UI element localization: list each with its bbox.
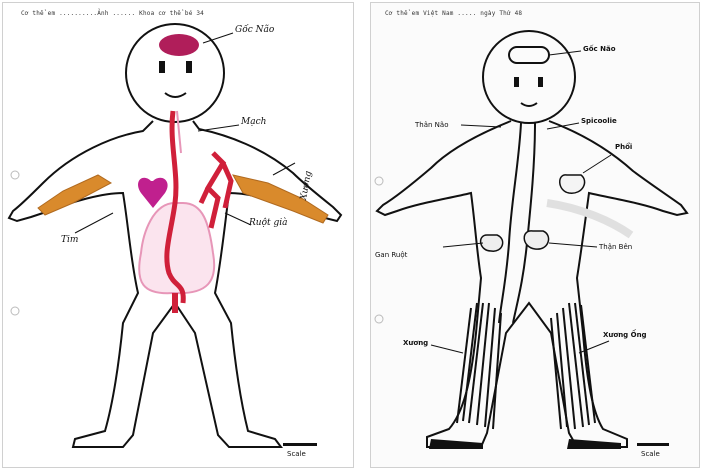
right-label-kidney-right: Thận Bên [599, 243, 632, 251]
right-head [483, 31, 575, 123]
left-label-brain: Gốc Não [235, 25, 274, 35]
right-label-brain: Gốc Não [583, 45, 616, 53]
left-drawing-panel: Cơ thể em ..........Ảnh ...... Khoa cơ t… [2, 2, 354, 468]
right-label-kidney-left: Gan Ruột [375, 251, 407, 259]
right-label-leg-right: Xương Ống [603, 331, 647, 339]
right-spine [499, 123, 521, 323]
left-label-intestine: Ruột già [249, 218, 287, 228]
right-brain [509, 47, 549, 63]
left-stomach [139, 203, 214, 293]
right-lung [560, 175, 585, 193]
right-body-outline [377, 121, 687, 447]
right-label-leg-left: Xương [403, 339, 428, 347]
left-body-drawing [3, 3, 354, 468]
right-body-drawing [371, 3, 700, 468]
left-brain [159, 34, 199, 56]
right-label-windpipe: Thân Não [415, 121, 448, 129]
left-arm-bone-right [233, 175, 328, 223]
left-label-esophagus: Mạch [241, 117, 266, 127]
left-heart [138, 178, 168, 208]
right-footer: Scale [641, 450, 660, 458]
right-label-lung: Phổi [615, 143, 632, 151]
left-footer: Scale [287, 450, 306, 458]
left-label-heart: Tim [61, 235, 78, 245]
right-kidney-left [481, 235, 503, 251]
right-kidney-right [524, 231, 548, 249]
right-drawing-panel: Cơ thể em Việt Nam ..... ngày Thứ 48 [370, 2, 700, 468]
right-label-spine: Spicoolie [581, 117, 617, 125]
right-leg-muscles-left [457, 303, 501, 429]
